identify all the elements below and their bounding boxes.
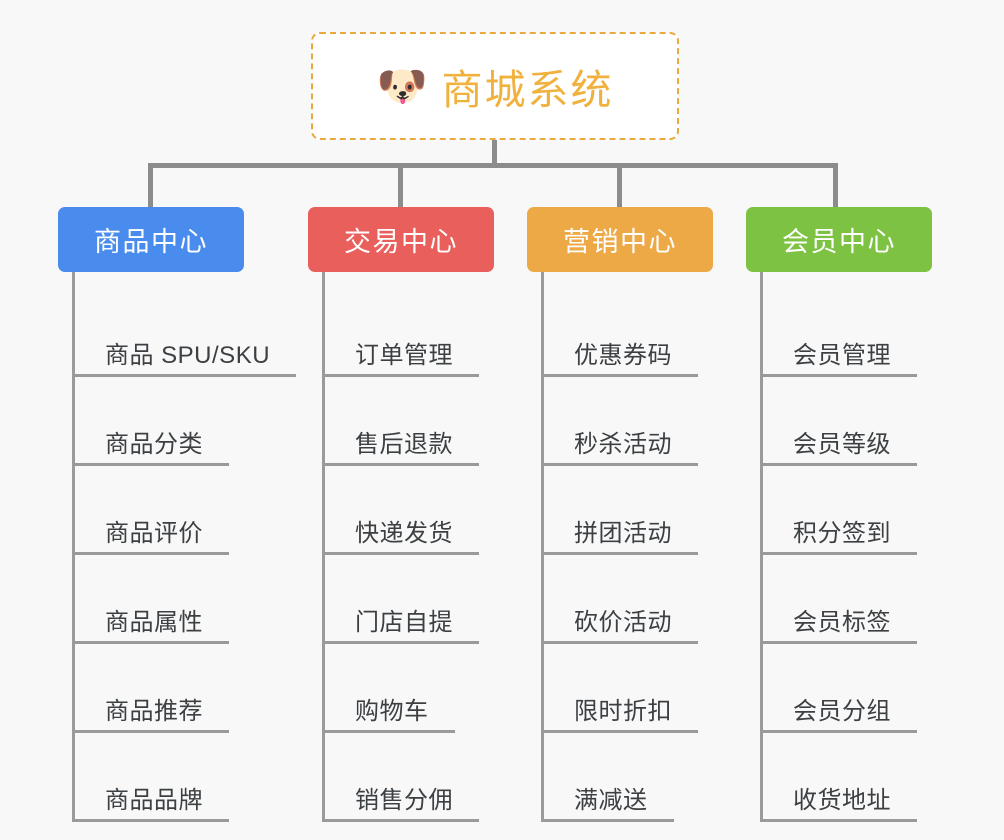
leaf-item[interactable]: 商品品牌 bbox=[75, 733, 244, 822]
leaf-item[interactable]: 商品属性 bbox=[75, 555, 244, 644]
leaf-item[interactable]: 收货地址 bbox=[763, 733, 932, 822]
leaf-label: 商品分类 bbox=[105, 431, 203, 458]
leaf-underline: 会员标签 bbox=[763, 611, 917, 644]
leaf-list-marketing-center: 优惠券码 秒杀活动 拼团活动 砍价活动 bbox=[541, 272, 713, 822]
leaf-underline: 订单管理 bbox=[325, 344, 479, 377]
leaf-underline: 限时折扣 bbox=[544, 700, 698, 733]
leaf-item[interactable]: 会员分组 bbox=[763, 644, 932, 733]
leaf-underline: 满减送 bbox=[544, 789, 674, 822]
leaf-underline: 门店自提 bbox=[325, 611, 479, 644]
category-header-marketing-center[interactable]: 营销中心 bbox=[527, 207, 713, 272]
leaf-item[interactable]: 积分签到 bbox=[763, 466, 932, 555]
leaf-list-member-center: 会员管理 会员等级 积分签到 会员标签 bbox=[760, 272, 932, 822]
leaf-list-product-center: 商品 SPU/SKU 商品分类 商品评价 商品属性 bbox=[72, 272, 297, 822]
category-header-label: 会员中心 bbox=[782, 227, 896, 257]
category-header-label: 交易中心 bbox=[344, 227, 458, 257]
root-title: 商城系统 bbox=[441, 67, 614, 113]
leaf-item[interactable]: 销售分佣 bbox=[325, 733, 494, 822]
leaf-item[interactable]: 限时折扣 bbox=[544, 644, 713, 733]
leaf-label: 商品属性 bbox=[105, 609, 203, 636]
leaf-label: 砍价活动 bbox=[574, 609, 672, 636]
leaf-list-trade-center: 订单管理 售后退款 快递发货 门店自提 bbox=[322, 272, 494, 822]
connector-drop-product-center bbox=[148, 163, 153, 209]
leaf-item[interactable]: 满减送 bbox=[544, 733, 713, 822]
leaf-item[interactable]: 砍价活动 bbox=[544, 555, 713, 644]
leaf-label: 门店自提 bbox=[355, 609, 453, 636]
category-header-label: 商品中心 bbox=[94, 227, 208, 257]
connector-drop-trade-center bbox=[398, 163, 403, 209]
leaf-underline: 收货地址 bbox=[763, 789, 917, 822]
connector-root-stem bbox=[492, 140, 497, 166]
leaf-underline: 销售分佣 bbox=[325, 789, 479, 822]
leaf-label: 会员等级 bbox=[793, 431, 891, 458]
category-header-member-center[interactable]: 会员中心 bbox=[746, 207, 932, 272]
leaf-label: 积分签到 bbox=[793, 520, 891, 547]
leaf-underline: 购物车 bbox=[325, 700, 455, 733]
leaf-underline: 秒杀活动 bbox=[544, 433, 698, 466]
leaf-underline: 商品推荐 bbox=[75, 700, 229, 733]
leaf-item[interactable]: 商品推荐 bbox=[75, 644, 244, 733]
column-trade-center: 交易中心 订单管理 售后退款 快递发货 bbox=[308, 207, 494, 822]
leaf-item[interactable]: 订单管理 bbox=[325, 288, 494, 377]
leaf-underline: 商品品牌 bbox=[75, 789, 229, 822]
leaf-item[interactable]: 购物车 bbox=[325, 644, 494, 733]
root-node[interactable]: 🐶 商城系统 bbox=[311, 32, 679, 140]
leaf-underline: 砍价活动 bbox=[544, 611, 698, 644]
connector-horizontal-bus bbox=[148, 163, 838, 168]
leaf-label: 售后退款 bbox=[355, 431, 453, 458]
leaf-label: 订单管理 bbox=[355, 342, 453, 369]
leaf-item[interactable]: 拼团活动 bbox=[544, 466, 713, 555]
leaf-label: 会员标签 bbox=[793, 609, 891, 636]
leaf-item[interactable]: 快递发货 bbox=[325, 466, 494, 555]
leaf-item[interactable]: 会员管理 bbox=[763, 288, 932, 377]
leaf-label: 收货地址 bbox=[793, 787, 891, 814]
leaf-underline: 会员分组 bbox=[763, 700, 917, 733]
leaf-underline: 商品分类 bbox=[75, 433, 229, 466]
leaf-underline: 积分签到 bbox=[763, 522, 917, 555]
category-header-label: 营销中心 bbox=[563, 227, 677, 257]
leaf-label: 会员管理 bbox=[793, 342, 891, 369]
leaf-item[interactable]: 售后退款 bbox=[325, 377, 494, 466]
leaf-underline: 拼团活动 bbox=[544, 522, 698, 555]
leaf-label: 商品 SPU/SKU bbox=[105, 342, 271, 369]
connector-drop-member-center bbox=[833, 163, 838, 209]
leaf-item[interactable]: 商品评价 bbox=[75, 466, 244, 555]
leaf-label: 快递发货 bbox=[355, 520, 453, 547]
leaf-item[interactable]: 商品分类 bbox=[75, 377, 244, 466]
shiba-dog-face-icon: 🐶 bbox=[376, 62, 428, 109]
leaf-label: 购物车 bbox=[355, 698, 429, 725]
leaf-label: 商品品牌 bbox=[105, 787, 203, 814]
leaf-label: 销售分佣 bbox=[355, 787, 453, 814]
leaf-item[interactable]: 会员等级 bbox=[763, 377, 932, 466]
leaf-underline: 商品评价 bbox=[75, 522, 229, 555]
leaf-underline: 优惠券码 bbox=[544, 344, 698, 377]
column-product-center: 商品中心 商品 SPU/SKU 商品分类 商品评价 bbox=[58, 207, 297, 822]
category-header-trade-center[interactable]: 交易中心 bbox=[308, 207, 494, 272]
leaf-label: 秒杀活动 bbox=[574, 431, 672, 458]
leaf-label: 优惠券码 bbox=[574, 342, 672, 369]
category-header-product-center[interactable]: 商品中心 bbox=[58, 207, 244, 272]
leaf-label: 会员分组 bbox=[793, 698, 891, 725]
leaf-underline: 会员等级 bbox=[763, 433, 917, 466]
leaf-item[interactable]: 门店自提 bbox=[325, 555, 494, 644]
leaf-label: 商品评价 bbox=[105, 520, 203, 547]
leaf-label: 商品推荐 bbox=[105, 698, 203, 725]
leaf-label: 满减送 bbox=[574, 787, 648, 814]
leaf-item[interactable]: 商品 SPU/SKU bbox=[75, 288, 297, 377]
column-member-center: 会员中心 会员管理 会员等级 积分签到 bbox=[746, 207, 932, 822]
leaf-label: 限时折扣 bbox=[574, 698, 672, 725]
column-marketing-center: 营销中心 优惠券码 秒杀活动 拼团活动 bbox=[527, 207, 713, 822]
leaf-underline: 商品 SPU/SKU bbox=[75, 342, 297, 377]
leaf-label: 拼团活动 bbox=[574, 520, 672, 547]
leaf-item[interactable]: 优惠券码 bbox=[544, 288, 713, 377]
connector-drop-marketing-center bbox=[617, 163, 622, 209]
leaf-underline: 商品属性 bbox=[75, 611, 229, 644]
leaf-item[interactable]: 会员标签 bbox=[763, 555, 932, 644]
leaf-underline: 会员管理 bbox=[763, 344, 917, 377]
leaf-item[interactable]: 秒杀活动 bbox=[544, 377, 713, 466]
leaf-underline: 快递发货 bbox=[325, 522, 479, 555]
leaf-underline: 售后退款 bbox=[325, 433, 479, 466]
